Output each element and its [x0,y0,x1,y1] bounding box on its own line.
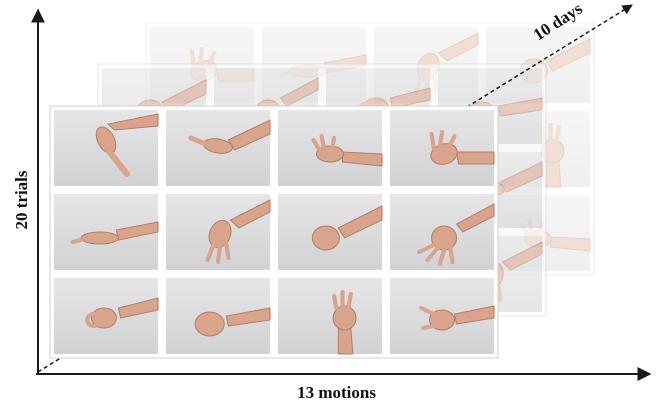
gesture-photo [166,278,270,354]
trials-axis-label: 20 trials [12,170,32,229]
gesture-photo [390,110,494,186]
gesture-photo [278,278,382,354]
motions-axis-label: 13 motions [0,383,665,403]
day-layer-front [50,106,498,358]
gesture-photo [390,194,494,270]
gesture-photo [54,110,158,186]
gesture-photo [166,110,270,186]
gesture-photo [278,194,382,270]
gesture-photo [390,278,494,354]
gesture-photo [166,194,270,270]
gesture-photo [278,110,382,186]
gesture-photo [54,278,158,354]
gesture-photo [54,194,158,270]
